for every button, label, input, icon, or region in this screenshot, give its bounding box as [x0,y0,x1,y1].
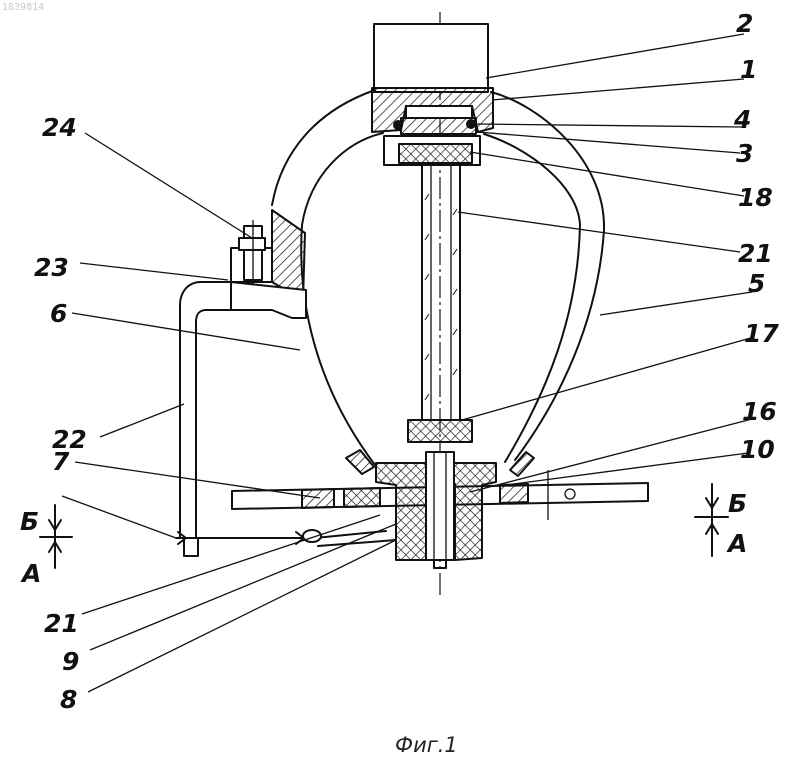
label-4: 4 [733,105,751,134]
section-mark-right-top: Б [728,489,747,518]
part-17-lower-plug [408,420,472,442]
part-18-upper-block [399,144,472,163]
assembly-drawing [40,12,754,692]
part-7-flange-right-seg [500,484,528,503]
part-1-inner-bore [406,106,472,118]
part-7-flange-left-seg [302,489,334,508]
document-id-stamp: 1839814 [2,2,44,13]
bulb-left-base-seg [346,450,374,474]
label-23: 23 [34,253,69,282]
part-21-rod-inner [431,165,451,420]
part-21-wire [176,531,386,538]
bulb-right-base-seg [510,452,534,476]
label-5: 5 [748,269,765,298]
label-21-bottom: 21 [44,609,79,638]
section-arrow-right [695,484,728,556]
label-1: 1 [740,55,757,84]
label-17: 17 [744,319,779,348]
label-6: 6 [50,299,67,328]
label-18: 18 [738,183,773,212]
label-2: 2 [736,9,753,38]
section-mark-left-top: Б [20,507,39,536]
label-10: 10 [740,435,775,464]
section-arrow-left [40,505,72,568]
label-24: 24 [42,113,77,142]
part-2-top-cap [374,24,488,92]
part-7-flange-hatch-block [344,488,380,507]
part-22-bracket [180,282,231,538]
part-22-bracket-foot [184,538,198,556]
label-3: 3 [736,139,753,168]
part-21-rod-texture [425,194,457,400]
section-mark-right-bottom: А [726,529,747,558]
label-7: 7 [52,447,70,476]
part-16-sleeve [426,452,454,560]
label-21-top: 21 [738,239,773,268]
part-6-inner-bulb [301,133,580,465]
part-24-bolt-head [239,238,265,250]
label-8: 8 [60,685,77,714]
label-16: 16 [742,397,777,426]
figure-caption: Фиг.1 [395,733,458,757]
label-9: 9 [62,647,79,676]
part-3-insert [401,118,476,134]
section-mark-left-bottom: А [20,559,41,588]
